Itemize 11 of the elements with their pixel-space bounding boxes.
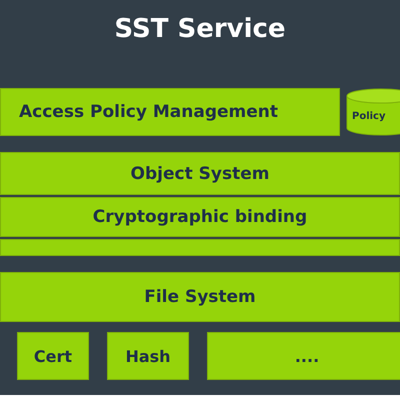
layer-box: Access Policy Management (0, 88, 340, 136)
database-cylinder (346, 88, 400, 136)
layer-box: Cryptographic binding (0, 197, 400, 237)
layer-box: Hash (107, 332, 189, 380)
cylinder-label: Policy (352, 110, 386, 122)
layer-box: Cert (17, 332, 89, 380)
panel-title: SST Service (113, 14, 287, 44)
layer-box: .... (207, 332, 400, 380)
layer-bar (0, 239, 400, 256)
layer-box: Object System (0, 152, 400, 195)
layer-box: File System (0, 272, 400, 322)
